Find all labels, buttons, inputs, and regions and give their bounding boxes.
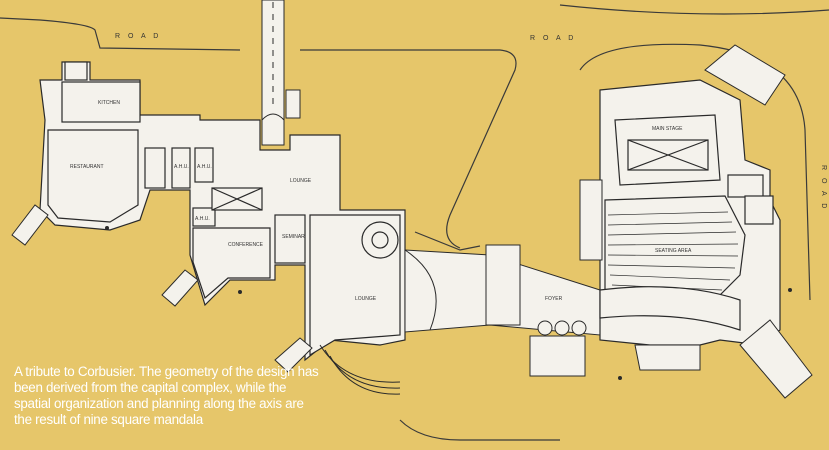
- bridge-stair-block: [485, 244, 521, 326]
- caption-line-2: been derived from the capital complex, w…: [14, 380, 287, 395]
- seminar-room: [274, 214, 306, 264]
- stair-north: [285, 89, 301, 119]
- step-arc-2: [324, 349, 401, 389]
- row-2: [607, 221, 733, 226]
- connector-bridge: [404, 244, 601, 377]
- column-2: [554, 320, 570, 336]
- figure-caption: A tribute to Corbusier. The geometry of …: [14, 364, 394, 428]
- row-4: [607, 243, 739, 246]
- label-ahu-1: A.H.U.: [174, 164, 189, 170]
- kitchen-room: [61, 81, 141, 123]
- stair-northeast: [704, 44, 786, 106]
- marker-dot: [238, 290, 242, 294]
- label-seminar: SEMINAR: [282, 234, 305, 240]
- bridge-curve: [404, 249, 437, 331]
- road-curb-middle: [300, 49, 517, 249]
- caption-line-1: A tribute to Corbusier. The geometry of …: [14, 364, 319, 379]
- stair-west: [11, 204, 49, 246]
- service-room: [727, 174, 764, 198]
- ahu-room-2: [194, 147, 214, 183]
- road-lines: [0, 4, 829, 441]
- restaurant-room: [47, 129, 139, 223]
- stair-south-right: [634, 344, 701, 371]
- toilet-block: [144, 147, 166, 189]
- label-ahu-3: A.H.U.: [195, 216, 210, 222]
- conference-room: [192, 227, 271, 300]
- road-label-3: R O A D: [820, 165, 827, 211]
- column-1: [537, 320, 553, 336]
- label-lounge: LOUNGE: [290, 178, 312, 184]
- road-curb-bottom: [399, 419, 560, 441]
- row-3: [607, 231, 737, 236]
- marker-dot: [105, 226, 109, 230]
- label-lounge-south: LOUNGE: [355, 296, 377, 302]
- row-5: [607, 254, 739, 257]
- seating-rows: [607, 211, 739, 291]
- row-7: [609, 274, 731, 281]
- marker-dot: [788, 288, 792, 292]
- stair-south: [274, 337, 313, 373]
- bridge-steps: [529, 335, 586, 377]
- stair-conference: [161, 269, 199, 307]
- road-curb-top-right: [559, 4, 829, 15]
- left-stairs: [11, 89, 313, 373]
- ahu-room-3: [192, 207, 216, 227]
- left-building: [39, 61, 406, 362]
- road-curb-top-left: [0, 17, 241, 51]
- road-label-1: R O A D: [115, 33, 161, 40]
- label-kitchen: KITCHEN: [98, 100, 120, 106]
- column-3: [571, 320, 587, 336]
- caption-line-4: the result of nine square mandala: [14, 412, 203, 427]
- markers: [105, 226, 792, 380]
- road-label-2: R O A D: [530, 35, 576, 42]
- right-building: [599, 79, 781, 346]
- toilet-block-east: [744, 195, 774, 225]
- right-stairs: [579, 44, 813, 399]
- step-arc-3: [329, 355, 401, 395]
- row-6: [607, 264, 736, 269]
- plan-labels: R O A D R O A D R O A D KITCHEN RESTAURA…: [70, 33, 827, 302]
- stage-cross-b: [627, 139, 709, 171]
- row-1: [607, 211, 729, 216]
- label-seating-area: SEATING AREA: [655, 248, 692, 254]
- row-8: [611, 284, 723, 291]
- side-corridor: [579, 179, 603, 261]
- road-curb-right: [579, 43, 811, 301]
- label-main-stage: MAIN STAGE: [652, 126, 683, 132]
- south-steps: [319, 344, 401, 395]
- spiral-stair-core: [371, 231, 389, 249]
- marker-dot: [618, 376, 622, 380]
- entry-porch: [261, 113, 285, 146]
- label-foyer: FOYER: [545, 296, 563, 302]
- caption-line-3: spatial organization and planning along …: [14, 396, 304, 411]
- road-curb-link: [414, 231, 481, 251]
- label-restaurant: RESTAURANT: [70, 164, 104, 170]
- label-conference: CONFERENCE: [228, 242, 264, 248]
- step-arc-1: [319, 344, 401, 383]
- void-cross-b: [211, 187, 263, 211]
- label-ahu-2: A.H.U.: [197, 164, 212, 170]
- service-stair: [64, 61, 88, 81]
- entry-axis: [261, 0, 285, 121]
- ahu-room-1: [171, 147, 191, 189]
- stair-southeast: [739, 319, 813, 399]
